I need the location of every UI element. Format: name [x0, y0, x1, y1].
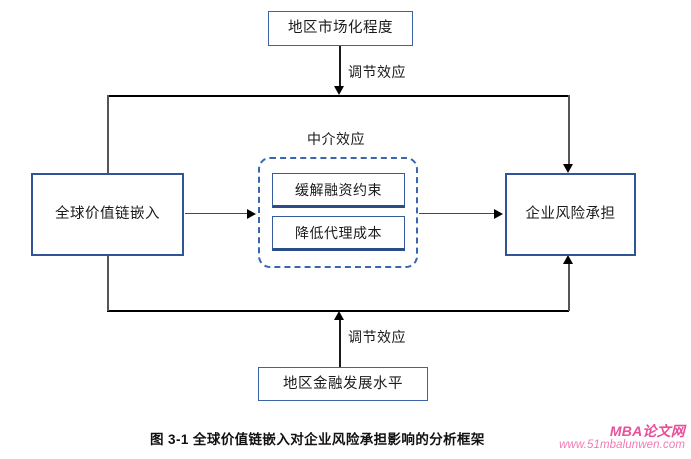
connector-top-bar	[107, 95, 569, 97]
arrowhead-into-dependent	[494, 209, 503, 219]
connector-bottom-moderator-stem	[339, 320, 341, 367]
node-mediator-1: 降低代理成本	[272, 216, 405, 251]
watermark-url: www.51mbalunwen.com	[559, 438, 685, 451]
arrowhead-bottom-path-into-dependent	[563, 255, 573, 264]
mediator-group-label: 中介效应	[307, 131, 365, 147]
node-mediator-0: 缓解融资约束	[272, 173, 405, 208]
arrowhead-top-path-into-dependent	[563, 164, 573, 173]
edge-label-bottom-moderation: 调节效应	[348, 329, 406, 345]
arrowhead-into-mediator	[247, 209, 256, 219]
connector-left-bottom-descender	[107, 256, 109, 311]
connector-right-bottom-riser	[568, 264, 570, 311]
node-dependent-variable: 企业风险承担	[505, 173, 636, 256]
figure-caption: 图 3-1 全球价值链嵌入对企业风险承担影响的分析框架	[150, 432, 485, 447]
arrowhead-top-moderator	[334, 86, 344, 95]
connector-left-top-riser	[107, 95, 109, 173]
connector-bottom-bar	[107, 310, 569, 312]
connector-right-top-descender	[568, 95, 570, 166]
node-independent-variable: 全球价值链嵌入	[31, 173, 184, 256]
node-bottom-moderator: 地区金融发展水平	[258, 367, 428, 401]
connector-independent-to-mediator	[185, 213, 249, 215]
watermark: MBA论文网 www.51mbalunwen.com	[559, 424, 685, 451]
watermark-brand: MBA论文网	[609, 423, 685, 439]
node-top-moderator: 地区市场化程度	[268, 11, 413, 46]
edge-label-top-moderation: 调节效应	[348, 64, 406, 80]
arrowhead-bottom-moderator	[334, 311, 344, 320]
connector-mediator-to-dependent	[419, 213, 496, 215]
connector-top-moderator-stem	[339, 46, 341, 87]
